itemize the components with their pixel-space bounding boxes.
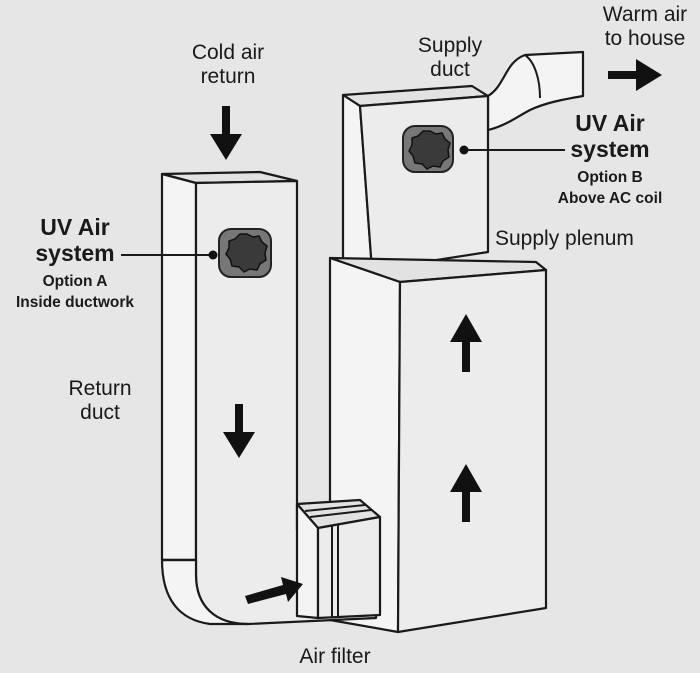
supply-plenum-box xyxy=(341,84,490,272)
uv-lamp-option-a-icon xyxy=(218,228,272,278)
supply-plenum-label: Supply plenum xyxy=(495,227,634,250)
uv-lamp-option-b-icon xyxy=(402,125,454,173)
supply-duct-shape xyxy=(486,50,585,132)
plenum-up-arrow-upper-icon xyxy=(450,314,482,372)
return-duct-label: Return duct xyxy=(68,377,132,425)
cold-air-return-label: Cold air return xyxy=(191,41,265,89)
air-handler-cabinet xyxy=(328,256,548,634)
leader-dot-option-a xyxy=(208,250,218,260)
return-duct-shape xyxy=(160,170,378,626)
leader-dot-option-b xyxy=(459,145,469,155)
air-filter-shape xyxy=(295,498,382,620)
warm-air-right-arrow-icon xyxy=(608,59,662,91)
supply-duct-label: Supply duct xyxy=(417,34,483,82)
cold-air-down-arrow-icon xyxy=(210,106,242,160)
plenum-up-arrow-lower-icon xyxy=(450,464,482,522)
air-filter-label: Air filter xyxy=(299,645,371,668)
filter-right-arrow-icon xyxy=(245,577,303,604)
uv-option-b-label: UV Air system Option B Above AC coil xyxy=(557,110,663,207)
return-duct-down-arrow-icon xyxy=(223,404,255,458)
warm-air-to-house-label: Warm air to house xyxy=(602,3,688,51)
uv-option-a-label: UV Air system Option A Inside ductwork xyxy=(16,214,134,311)
